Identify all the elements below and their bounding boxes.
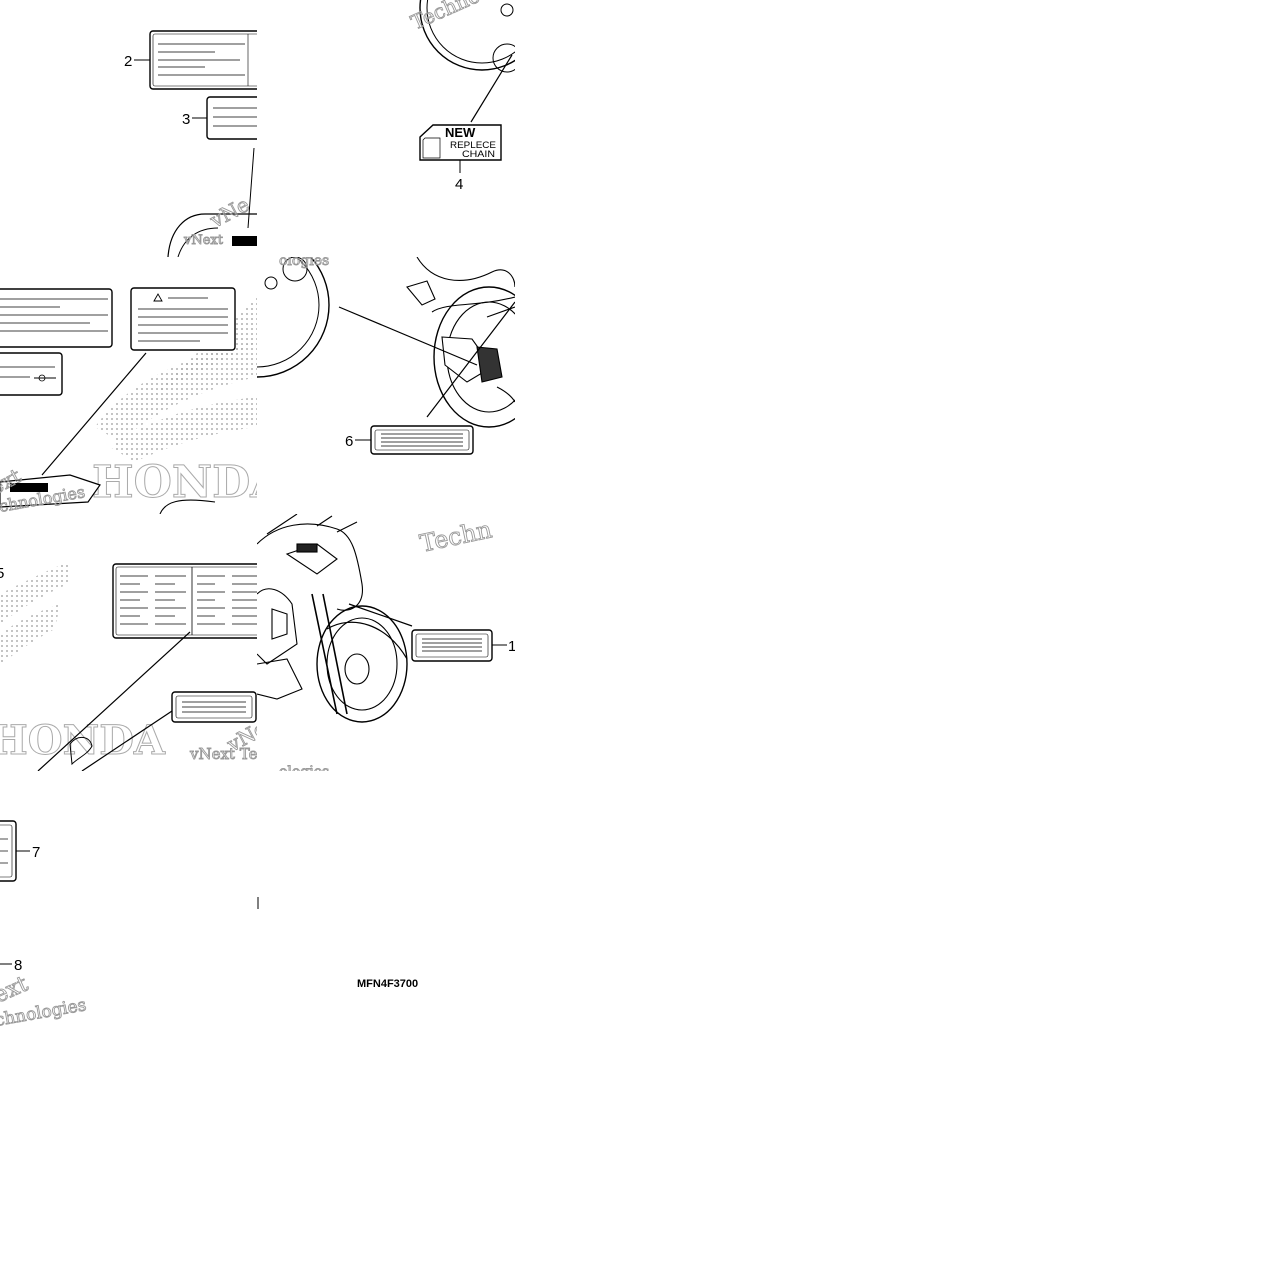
label-6-sticker: [370, 425, 474, 455]
label-2-sticker: [149, 30, 257, 90]
svg-text:ologies: ologies: [279, 764, 329, 771]
svg-text:vNext: vNext: [183, 233, 224, 248]
rear-wheel-drawing: [419, 0, 515, 73]
label-5-warning-sticker: [130, 287, 236, 351]
callout-7: 7: [32, 844, 40, 861]
chain-label-new: NEW: [445, 125, 476, 140]
honda-logo-text: HONDA: [92, 457, 257, 508]
label-1-sticker: [411, 629, 493, 662]
callout-2: 2: [124, 53, 132, 70]
tile-labels-2-3: 2 3 vNext: [0, 0, 257, 257]
tile-label-5-tank: HONDA: [0, 257, 257, 514]
part-code: MFN4F3700: [357, 978, 419, 990]
rear-wheel-partial: [257, 257, 330, 378]
motorcycle-front-drawing: [257, 514, 408, 723]
tile-spec-labels: 5 HONDA: [0, 514, 257, 771]
callout-6: 6: [345, 433, 353, 450]
svg-text:ologies: ologies: [279, 257, 329, 269]
svg-text:Techn: Techn: [417, 515, 494, 558]
honda-wing-watermark-lower: HONDA: [0, 562, 166, 765]
callout-4: 4: [455, 176, 463, 193]
svg-text:vNe: vNe: [205, 192, 253, 233]
label-3-sticker: [206, 96, 257, 140]
tile-label-1: Techn: [257, 514, 515, 771]
tile-part-code: MFN4F3700: [257, 771, 515, 1028]
svg-text:HONDA: HONDA: [0, 717, 166, 764]
svg-text:vNext Te: vNext Te: [189, 745, 257, 763]
tile-label-4: Techno NEW REPLECE CHAIN 4: [257, 0, 515, 257]
callout-8: 8: [14, 957, 22, 974]
chain-label-chain: CHAIN: [462, 149, 495, 159]
small-label-sticker: [171, 691, 257, 723]
callout-1: 1: [508, 638, 515, 655]
svg-text:ext: ext: [0, 972, 32, 1009]
label-7-sticker: [0, 820, 17, 882]
motorcycle-side-drawing: [406, 257, 515, 428]
tile-label-6: ologies 6: [257, 257, 515, 514]
label-4-chain-sticker: NEW REPLECE CHAIN: [419, 124, 502, 161]
spec-table-sticker: [112, 563, 257, 639]
chain-label-replace: REPLECE: [450, 140, 496, 150]
label-sticker-left-lower: [0, 352, 63, 396]
label-sticker-left-upper: [0, 288, 113, 348]
callout-3: 3: [182, 111, 190, 128]
callout-5: 5: [0, 565, 4, 582]
tile-labels-7-8: 7 8 ext chnologies: [0, 771, 257, 1028]
svg-text:Techno: Techno: [407, 0, 483, 35]
